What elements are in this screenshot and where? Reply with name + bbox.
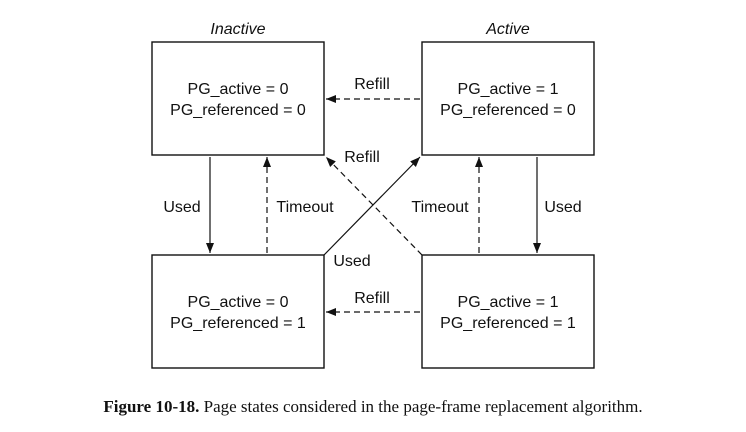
used-arrow-diagonal [323,156,421,256]
used-label-right: Used [544,199,581,216]
figure-caption: Figure 10-18. Page states considered in … [0,397,746,417]
refill-arrow-diagonal [325,156,423,256]
state-pg-active-text: PG_active = 0 [188,81,289,98]
state-active-unreferenced: PG_active = 1 PG_referenced = 0 [421,41,595,156]
state-pg-referenced-text: PG_referenced = 0 [440,102,576,119]
state-pg-referenced-text: PG_referenced = 1 [440,315,576,332]
state-inactive-referenced: PG_active = 0 PG_referenced = 1 [151,254,325,369]
state-pg-active-text: PG_active = 1 [458,294,559,311]
state-pg-active-text: PG_active = 0 [188,294,289,311]
refill-label-diagonal: Refill [344,149,380,166]
active-column-heading: Active [485,21,530,38]
inactive-column-heading: Inactive [210,21,265,38]
figure-caption-text: Page states considered in the page-frame… [203,397,643,416]
used-label-diagonal: Used [333,253,370,270]
state-active-referenced: PG_active = 1 PG_referenced = 1 [421,254,595,369]
used-label-left: Used [163,199,200,216]
state-pg-active-text: PG_active = 1 [458,81,559,98]
refill-label-bottom: Refill [354,290,390,307]
timeout-label-left: Timeout [276,199,334,216]
state-pg-referenced-text: PG_referenced = 1 [170,315,306,332]
figure-number: Figure 10-18. [103,397,200,416]
timeout-label-right: Timeout [411,199,469,216]
state-pg-referenced-text: PG_referenced = 0 [170,102,306,119]
refill-label-top: Refill [354,76,390,93]
state-inactive-unreferenced: PG_active = 0 PG_referenced = 0 [151,41,325,156]
